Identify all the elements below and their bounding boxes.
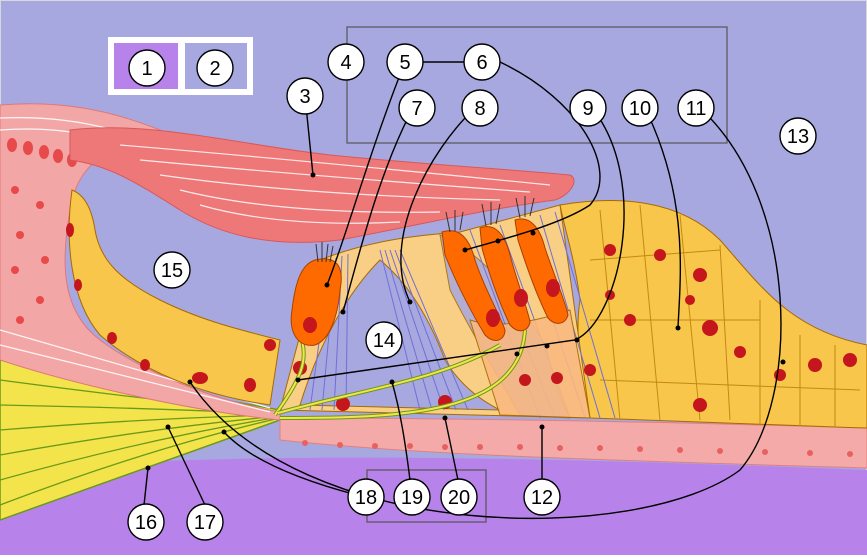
callout-8: 8 (462, 90, 498, 126)
svg-text:11: 11 (686, 98, 707, 120)
inner-hair-cell-nucleus (303, 317, 317, 333)
svg-text:14: 14 (373, 330, 395, 352)
callout-20: 20 (441, 479, 477, 515)
callout-14: 14 (366, 322, 402, 358)
svg-text:16: 16 (135, 512, 157, 534)
callout-12: 12 (524, 479, 560, 515)
svg-text:1: 1 (141, 58, 152, 80)
callout-1: 1 (129, 50, 165, 86)
svg-text:3: 3 (299, 86, 310, 108)
svg-text:19: 19 (401, 487, 423, 509)
callout-19: 19 (394, 479, 430, 515)
callout-6: 6 (464, 44, 500, 80)
callout-16: 16 (128, 504, 164, 540)
callout-15: 15 (154, 252, 190, 288)
svg-text:17: 17 (194, 512, 216, 534)
svg-text:10: 10 (629, 98, 651, 120)
callout-5: 5 (387, 44, 423, 80)
svg-text:5: 5 (399, 52, 410, 74)
callout-9: 9 (570, 90, 606, 126)
svg-text:18: 18 (355, 487, 377, 509)
svg-text:13: 13 (787, 126, 809, 148)
svg-text:6: 6 (476, 52, 487, 74)
callout-18: 18 (348, 479, 384, 515)
callout-11: 11 (678, 90, 714, 126)
callout-10: 10 (622, 90, 658, 126)
callout-3: 3 (287, 78, 323, 114)
svg-text:15: 15 (161, 260, 183, 282)
svg-text:2: 2 (209, 58, 220, 80)
svg-text:12: 12 (531, 487, 553, 509)
callout-17: 17 (187, 504, 223, 540)
svg-text:9: 9 (582, 98, 593, 120)
svg-text:7: 7 (411, 98, 422, 120)
callout-2: 2 (197, 50, 233, 86)
callout-13: 13 (780, 118, 816, 154)
svg-text:20: 20 (448, 487, 470, 509)
callout-4: 4 (328, 44, 364, 80)
callout-7: 7 (399, 90, 435, 126)
svg-text:4: 4 (340, 52, 351, 74)
svg-text:8: 8 (474, 98, 485, 120)
